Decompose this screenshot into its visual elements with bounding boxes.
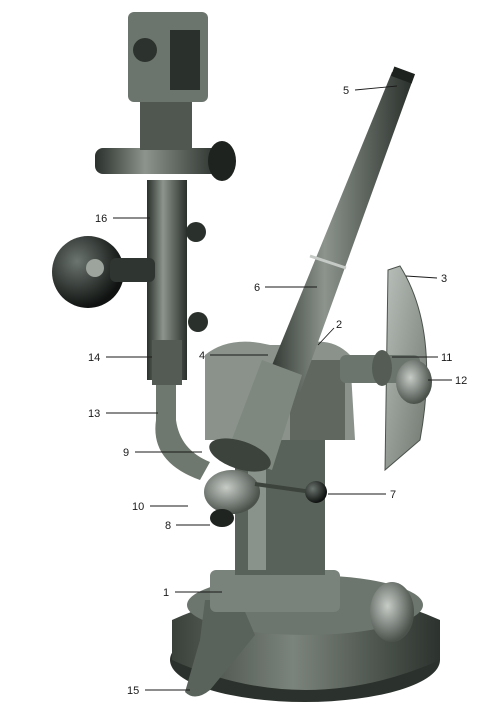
focus-ring [209, 438, 271, 472]
callout-11: 11 [441, 352, 452, 364]
callout-13: 13 [88, 408, 100, 420]
callout-9: 9 [123, 447, 129, 459]
clamp-block [210, 570, 340, 612]
leader-2 [317, 327, 335, 346]
callout-15: 15 [127, 685, 139, 697]
leader-3 [405, 275, 438, 279]
main-tube [266, 72, 412, 392]
bent-arm [155, 370, 210, 480]
base-wheel [370, 582, 414, 642]
callout-6: 6 [254, 282, 260, 294]
eyepiece-lower [204, 470, 260, 514]
callout-8: 8 [165, 520, 171, 532]
leader-5 [354, 85, 398, 91]
callout-12: 12 [455, 375, 467, 387]
top-housing-dial [133, 38, 157, 62]
callout-5: 5 [343, 85, 349, 97]
cross-tube-lens [208, 141, 236, 181]
callout-10: 10 [132, 501, 144, 513]
side-knob-upper [186, 222, 206, 242]
knob-center [86, 259, 104, 277]
callout-3: 3 [441, 273, 447, 285]
top-collar [140, 100, 192, 150]
eyepiece-cap [210, 509, 234, 527]
handle-rod [254, 482, 313, 494]
callout-7: 7 [390, 489, 396, 501]
callout-14: 14 [88, 352, 100, 364]
tube-band [309, 254, 347, 270]
cross-tube [95, 148, 220, 174]
foot-lever [185, 600, 255, 697]
leader-lines [106, 85, 452, 691]
top-housing-face [170, 30, 200, 90]
callout-1: 1 [163, 587, 169, 599]
tube-end-cap [390, 66, 416, 84]
callout-4: 4 [199, 350, 205, 362]
axle-knob-outer [396, 360, 432, 404]
callout-labels: 1 2 3 4 5 6 7 8 9 10 11 12 13 14 15 16 [88, 85, 467, 697]
knob-shaft [110, 258, 155, 282]
callout-16: 16 [95, 213, 107, 225]
axle-knob-ring [372, 350, 392, 386]
handle-ball [305, 481, 327, 503]
side-knob-lower [188, 312, 208, 332]
callout-2: 2 [336, 319, 342, 331]
vertical-tube-lower [152, 340, 182, 385]
